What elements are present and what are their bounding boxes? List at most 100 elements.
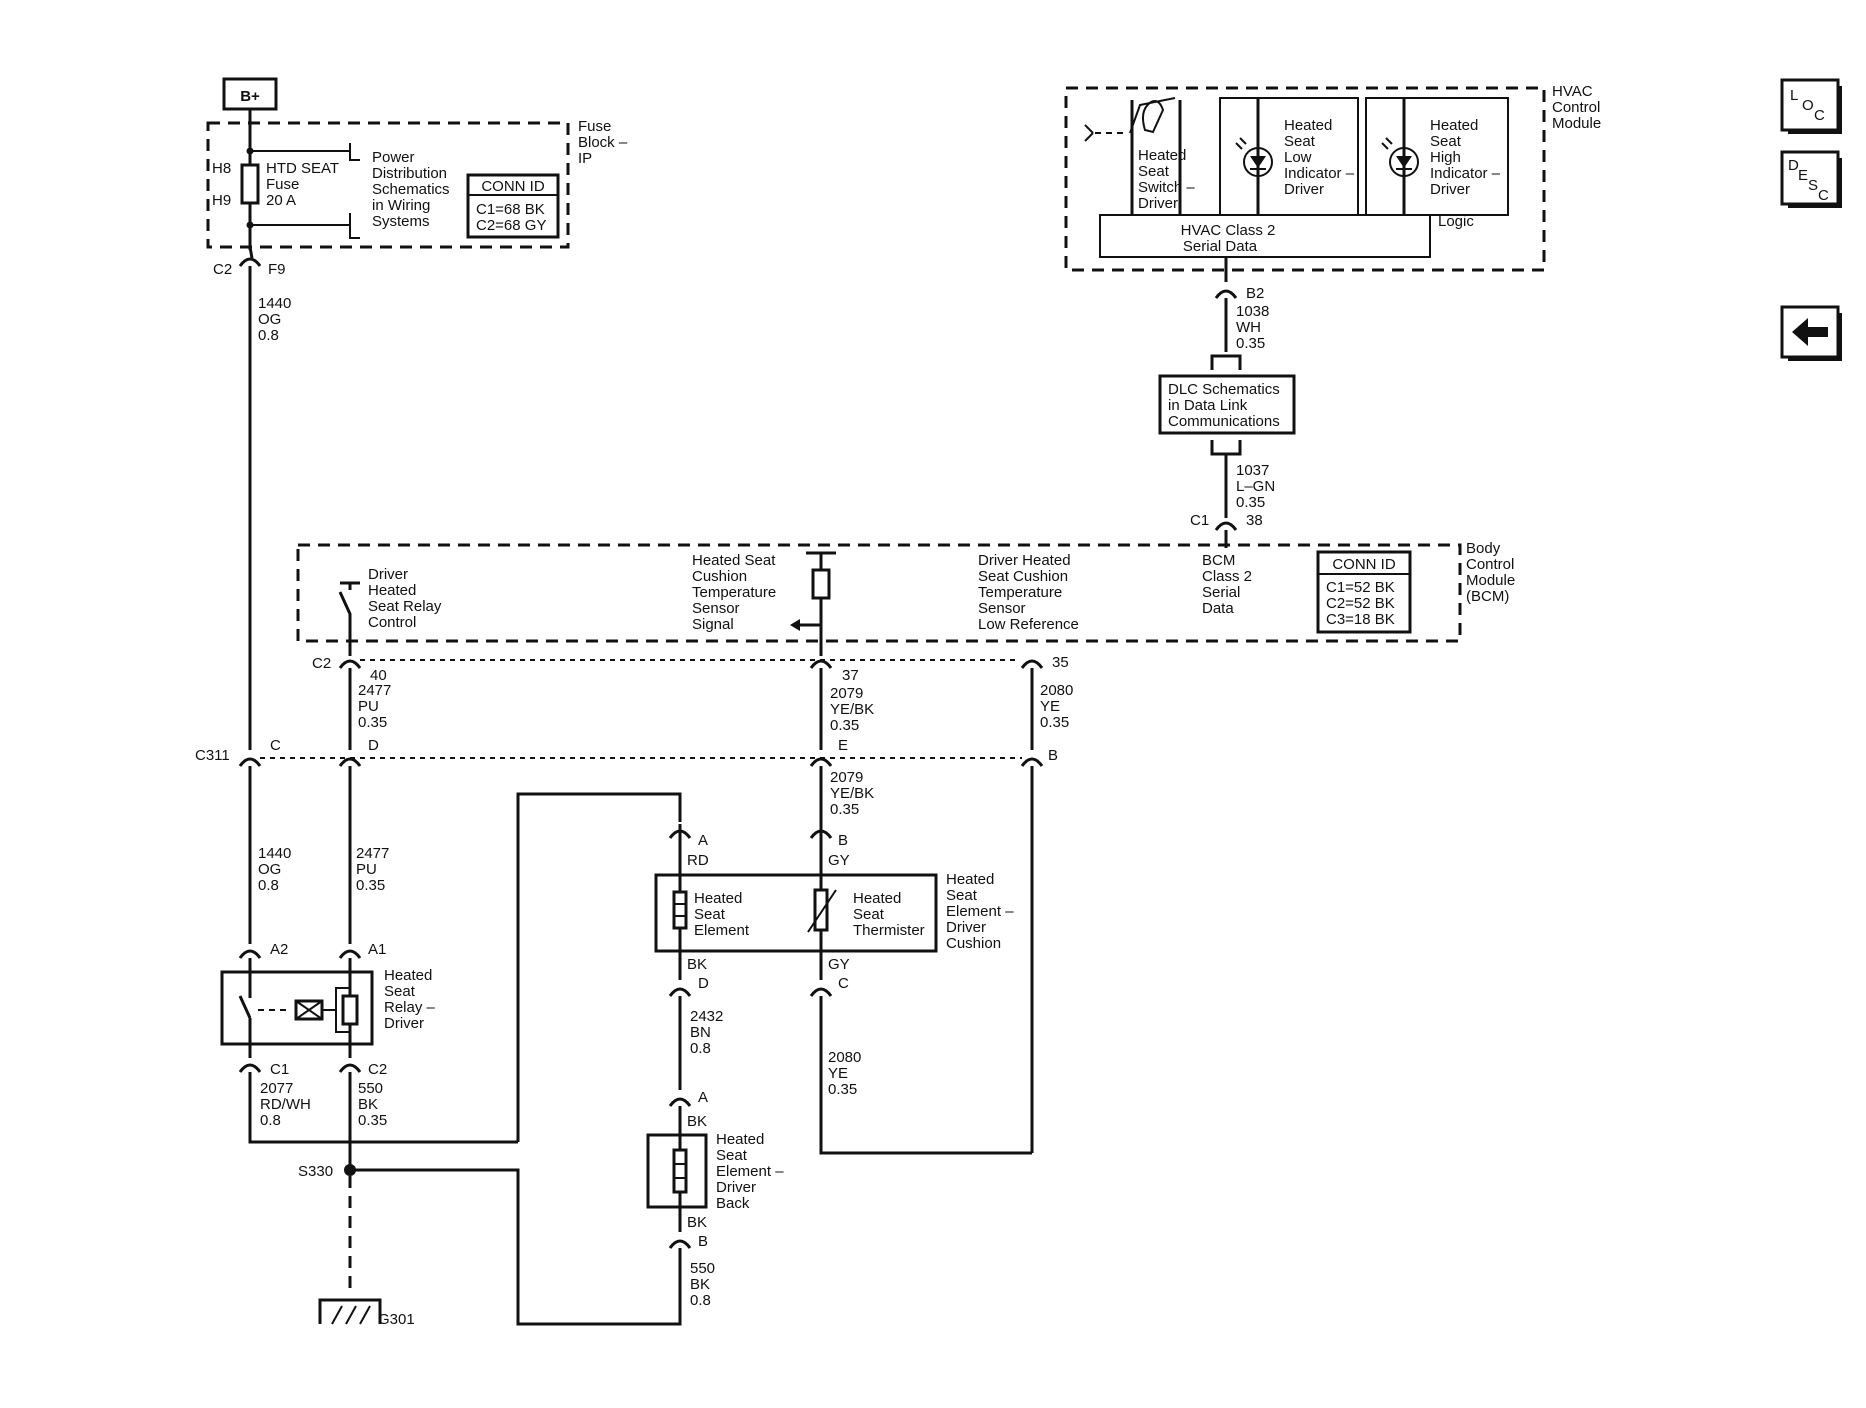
low-indicator-label-2: Seat [1284, 133, 1316, 150]
wire-2477-mid-color: PU [356, 861, 377, 878]
switch-label-1: Heated [1138, 147, 1186, 164]
back-pin-b [668, 1239, 692, 1249]
back-title-5: Back [716, 1195, 750, 1212]
c311-pin-b-label: B [1048, 747, 1058, 764]
bcm-c2-label: C2 [312, 655, 331, 672]
low-ref-label-2: Seat Cushion [978, 568, 1068, 585]
back-color-b: BK [687, 1214, 707, 1231]
bcm-title-3: Module [1466, 572, 1515, 589]
seat-icon [1142, 100, 1165, 134]
ground-g301 [318, 1298, 382, 1325]
wire-2080-top-circuit: 2080 [1040, 682, 1073, 699]
loc-button[interactable]: L O C [1780, 78, 1844, 134]
high-indicator-label-2: Seat [1430, 133, 1462, 150]
fuse-label-1: HTD SEAT [266, 160, 339, 177]
back-button[interactable] [1780, 305, 1844, 361]
body-control-module: Body Control Module (BCM) Driver Heated … [296, 540, 1515, 656]
cushion-title-5: Cushion [946, 935, 1001, 952]
fuse-pin-h8: H8 [212, 160, 231, 177]
desc-button[interactable]: D E S C [1780, 150, 1844, 208]
hvac-title-2: Control [1552, 99, 1600, 116]
cushion-pin-d-label: D [698, 975, 709, 992]
loc-letter-2: O [1802, 97, 1814, 114]
wire-1037-circuit: 1037 [1236, 462, 1269, 479]
connector-c2-f9 [238, 257, 262, 267]
back-title-1: Heated [716, 1131, 764, 1148]
bcm-c2-pin-37 [809, 659, 833, 669]
power-note-4: in Wiring [372, 197, 430, 214]
wire-550-bottom-circuit: 550 [690, 1260, 715, 1277]
relay-pin-c1-label: C1 [270, 1061, 289, 1078]
hvac-serial-label-1: HVAC Class 2 [1181, 222, 1276, 239]
c311-label: C311 [195, 747, 230, 764]
hvac-control-module: HVAC Control Module Heated Seat Switch –… [1064, 83, 1601, 272]
cushion-title-1: Heated [946, 871, 994, 888]
back-title-4: Driver [716, 1179, 756, 1196]
desc-letter-1: D [1788, 157, 1799, 174]
back-color-a: BK [687, 1113, 707, 1130]
switch-label-3: Switch – [1138, 179, 1195, 196]
cushion-pin-b-label: B [838, 832, 848, 849]
c311-pin-d-label: D [368, 737, 379, 754]
wire-1038-circuit: 1038 [1236, 303, 1269, 320]
cushion-pin-c-label: C [838, 975, 849, 992]
low-indicator-label-1: Heated [1284, 117, 1332, 134]
back-title-2: Seat [716, 1147, 748, 1164]
relay-control-label-2: Heated [368, 582, 416, 599]
low-ref-label-1: Driver Heated [978, 552, 1071, 569]
relay-control-label-1: Driver [368, 566, 408, 583]
bcm-serial-label-4: Data [1202, 600, 1234, 617]
low-ref-label-4: Sensor [978, 600, 1026, 617]
loc-letter-1: L [1790, 87, 1798, 104]
relay-pin-c1 [238, 1063, 262, 1073]
wire-550-top-size: 0.35 [358, 1112, 387, 1129]
bcm-title-4: (BCM) [1466, 588, 1509, 605]
bcm-conn-id-c2: C2=52 BK [1326, 595, 1395, 612]
arrow-left-icon [1792, 318, 1828, 346]
connector-c1-38 [1214, 521, 1238, 531]
bcm-title-2: Control [1466, 556, 1514, 573]
relay-pin-a2 [238, 949, 262, 959]
bcm-serial-label-3: Serial [1202, 584, 1240, 601]
relay-title-4: Driver [384, 1015, 424, 1032]
hvac-serial-label-2: Serial Data [1183, 238, 1258, 255]
wire-1038-color: WH [1236, 319, 1261, 336]
bcm-pin-40: 40 [370, 667, 387, 684]
c311-pin-b [1020, 757, 1044, 767]
cushion-element-label-1: Heated [694, 890, 742, 907]
wire-1440-top-circuit: 1440 [258, 295, 291, 312]
low-indicator-label-4: Indicator – [1284, 165, 1355, 182]
cushion-pin-c [809, 987, 833, 997]
fuse-pin-h9: H9 [212, 192, 231, 209]
wire-550-bottom-color: BK [690, 1276, 710, 1293]
seat-switch: Heated Seat Switch – Driver [1084, 97, 1195, 215]
c311-pin-e-label: E [838, 737, 848, 754]
bcm-conn-id-table: CONN ID C1=52 BK C2=52 BK C3=18 BK [1316, 550, 1412, 634]
relay-pin-a1-label: A1 [368, 941, 386, 958]
c311-pin-c-label: C [270, 737, 281, 754]
relay-pin-a1 [338, 949, 362, 959]
wire-2079-mid-size: 0.35 [830, 801, 859, 818]
cushion-element-label-2: Seat [694, 906, 726, 923]
wire-2080-top-color: YE [1040, 698, 1060, 715]
relay-pin-a2-label: A2 [270, 941, 288, 958]
relay-title-1: Heated [384, 967, 432, 984]
wire-1037-color: L–GN [1236, 478, 1275, 495]
hvac-title-3: Module [1552, 115, 1601, 132]
fuse-conn-id-c2: C2=68 GY [476, 217, 546, 234]
conn-f9-label: F9 [268, 261, 286, 278]
back-pin-a [668, 1097, 692, 1107]
splice-label: S330 [298, 1163, 333, 1180]
cushion-color-d: BK [687, 956, 707, 973]
pullup-resistor [811, 568, 831, 600]
bcm-serial-label-1: BCM [1202, 552, 1235, 569]
relay-switch-contact [238, 995, 252, 1019]
cushion-title-3: Element – [946, 903, 1014, 920]
fuse-block-title-3: IP [578, 150, 592, 167]
wire-550-bottom-size: 0.8 [690, 1292, 711, 1309]
relay-pin-c2-label: C2 [368, 1061, 387, 1078]
low-ref-label-3: Temperature [978, 584, 1062, 601]
bcm-pin-37: 37 [842, 667, 859, 684]
loc-letter-3: C [1814, 107, 1825, 124]
heated-seat-cushion-element: Heated Seat Element Heated Seat Thermist… [654, 873, 938, 953]
